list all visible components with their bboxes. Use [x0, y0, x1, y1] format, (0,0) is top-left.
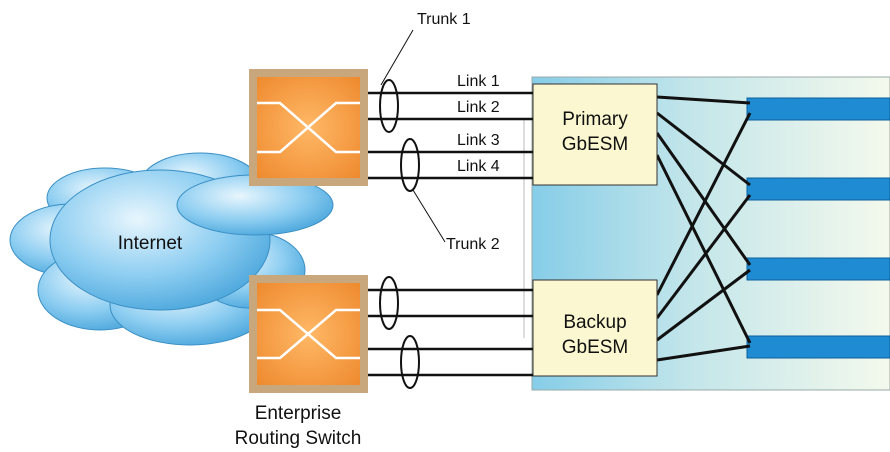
link-4-label: Link 4: [457, 158, 500, 175]
trunk-1-pointer: [380, 29, 414, 86]
server-blade: [746, 97, 890, 121]
server-blade: [746, 257, 890, 281]
link-3-label: Link 3: [457, 132, 500, 149]
trunk-2-pointer: [412, 189, 446, 243]
server-blades: [746, 97, 890, 359]
backup-gbesm-label-1: Backup: [563, 312, 626, 333]
server-blade: [746, 335, 890, 359]
primary-gbesm-label-1: Primary: [562, 109, 628, 130]
switch-caption-1: Enterprise: [255, 403, 342, 424]
trunk-2-label: Trunk 2: [446, 236, 500, 253]
trunk-1-label: Trunk 1: [417, 11, 471, 28]
switch-top: [249, 69, 368, 186]
primary-gbesm-box: [532, 83, 658, 186]
internet-label: Internet: [118, 233, 183, 254]
link-2-label: Link 2: [457, 99, 500, 116]
primary-gbesm-label-2: GbESM: [562, 134, 629, 155]
server-blade: [746, 177, 890, 201]
switch-icon: [257, 308, 360, 360]
backup-gbesm-label-2: GbESM: [562, 337, 629, 358]
backup-gbesm-box: [532, 279, 658, 377]
bottom-links: [368, 288, 533, 377]
trunk-ellipses: [379, 79, 420, 389]
top-links: [368, 91, 533, 180]
switch-icon: [257, 101, 360, 154]
switch-caption-2: Routing Switch: [235, 428, 362, 449]
internet-cloud: [9, 152, 334, 346]
mesh-connections: [655, 95, 752, 362]
switch-bottom: [249, 275, 368, 393]
link-1-label: Link 1: [457, 73, 500, 90]
